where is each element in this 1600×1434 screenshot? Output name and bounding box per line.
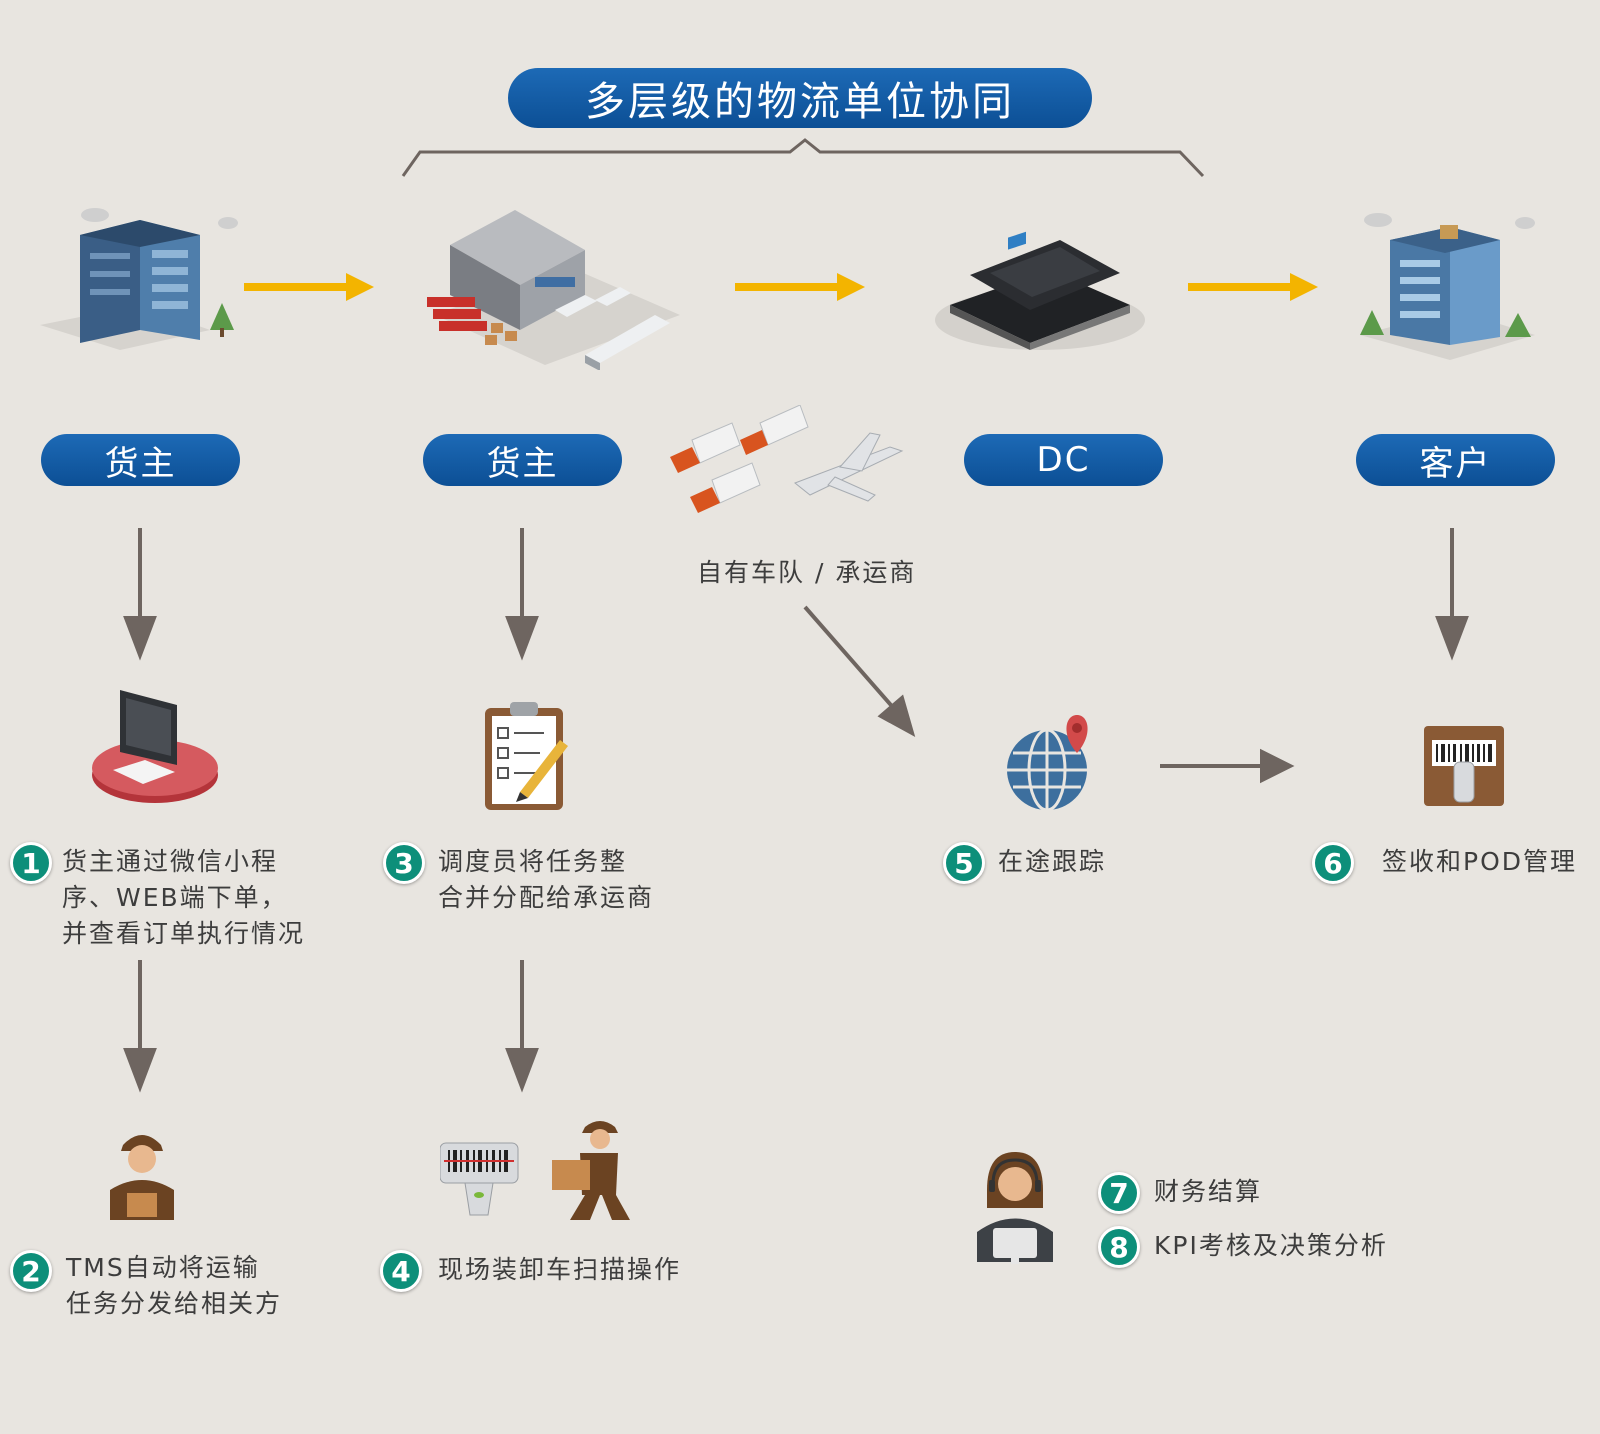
trucks-plane-icon xyxy=(670,405,904,513)
step-badge-1: 1 xyxy=(10,842,52,884)
step-badge-2: 2 xyxy=(10,1250,52,1292)
barcode-box-icon xyxy=(1424,726,1504,806)
flow-arrow xyxy=(244,273,374,301)
step-text-7: 财务结算 xyxy=(1154,1177,1263,1206)
node-pill-customer: 客户 xyxy=(1356,434,1555,486)
support-agent-icon xyxy=(977,1152,1053,1264)
step-text-4: 现场装卸车扫描操作 xyxy=(438,1255,682,1284)
carrier-label: 自有车队 / 承运商 xyxy=(697,558,917,587)
warehouse-icon xyxy=(427,210,680,370)
step-text-8: KPI考核及决策分析 xyxy=(1154,1231,1388,1260)
step-badge-3: 3 xyxy=(383,842,425,884)
node-pill-shipper: 货主 xyxy=(41,434,240,486)
step-text-5: 在途跟踪 xyxy=(998,847,1107,876)
step-badge-4: 4 xyxy=(380,1250,422,1292)
airplane-icon xyxy=(794,432,904,502)
office-building-icon xyxy=(40,208,238,350)
chip-icon xyxy=(935,231,1145,350)
customer-building-icon xyxy=(1360,213,1535,360)
flow-arrow xyxy=(735,273,865,301)
step-badge-7: 7 xyxy=(1098,1172,1140,1214)
truck-icon xyxy=(690,462,761,513)
truck-icon xyxy=(670,422,741,473)
computer-icon xyxy=(92,690,218,803)
scanner-courier-icon xyxy=(440,1121,630,1220)
truck-icon xyxy=(740,405,809,455)
step-arrow xyxy=(803,605,899,714)
step-badge-6: 6 xyxy=(1312,842,1354,884)
clipboard-icon xyxy=(485,702,568,810)
step-badge-8: 8 xyxy=(1098,1226,1140,1268)
step-text-3: 调度员将任务整合并分配给承运商 xyxy=(438,847,655,912)
globe-pin-icon xyxy=(1007,715,1088,812)
flow-arrow xyxy=(1188,273,1318,301)
step-text-6: 签收和POD管理 xyxy=(1382,847,1578,876)
worker-icon xyxy=(110,1135,174,1220)
node-pill-warehouse-shipper: 货主 xyxy=(423,434,622,486)
node-pill-dc: DC xyxy=(964,434,1163,486)
page-title: 多层级的物流单位协同 xyxy=(508,68,1092,128)
group-bracket xyxy=(401,138,1205,178)
step-badge-5: 5 xyxy=(943,842,985,884)
step-text-1: 货主通过微信小程序、WEB端下单，并查看订单执行情况 xyxy=(62,847,306,948)
step-text-2: TMS自动将运输任务分发给相关方 xyxy=(66,1253,283,1318)
